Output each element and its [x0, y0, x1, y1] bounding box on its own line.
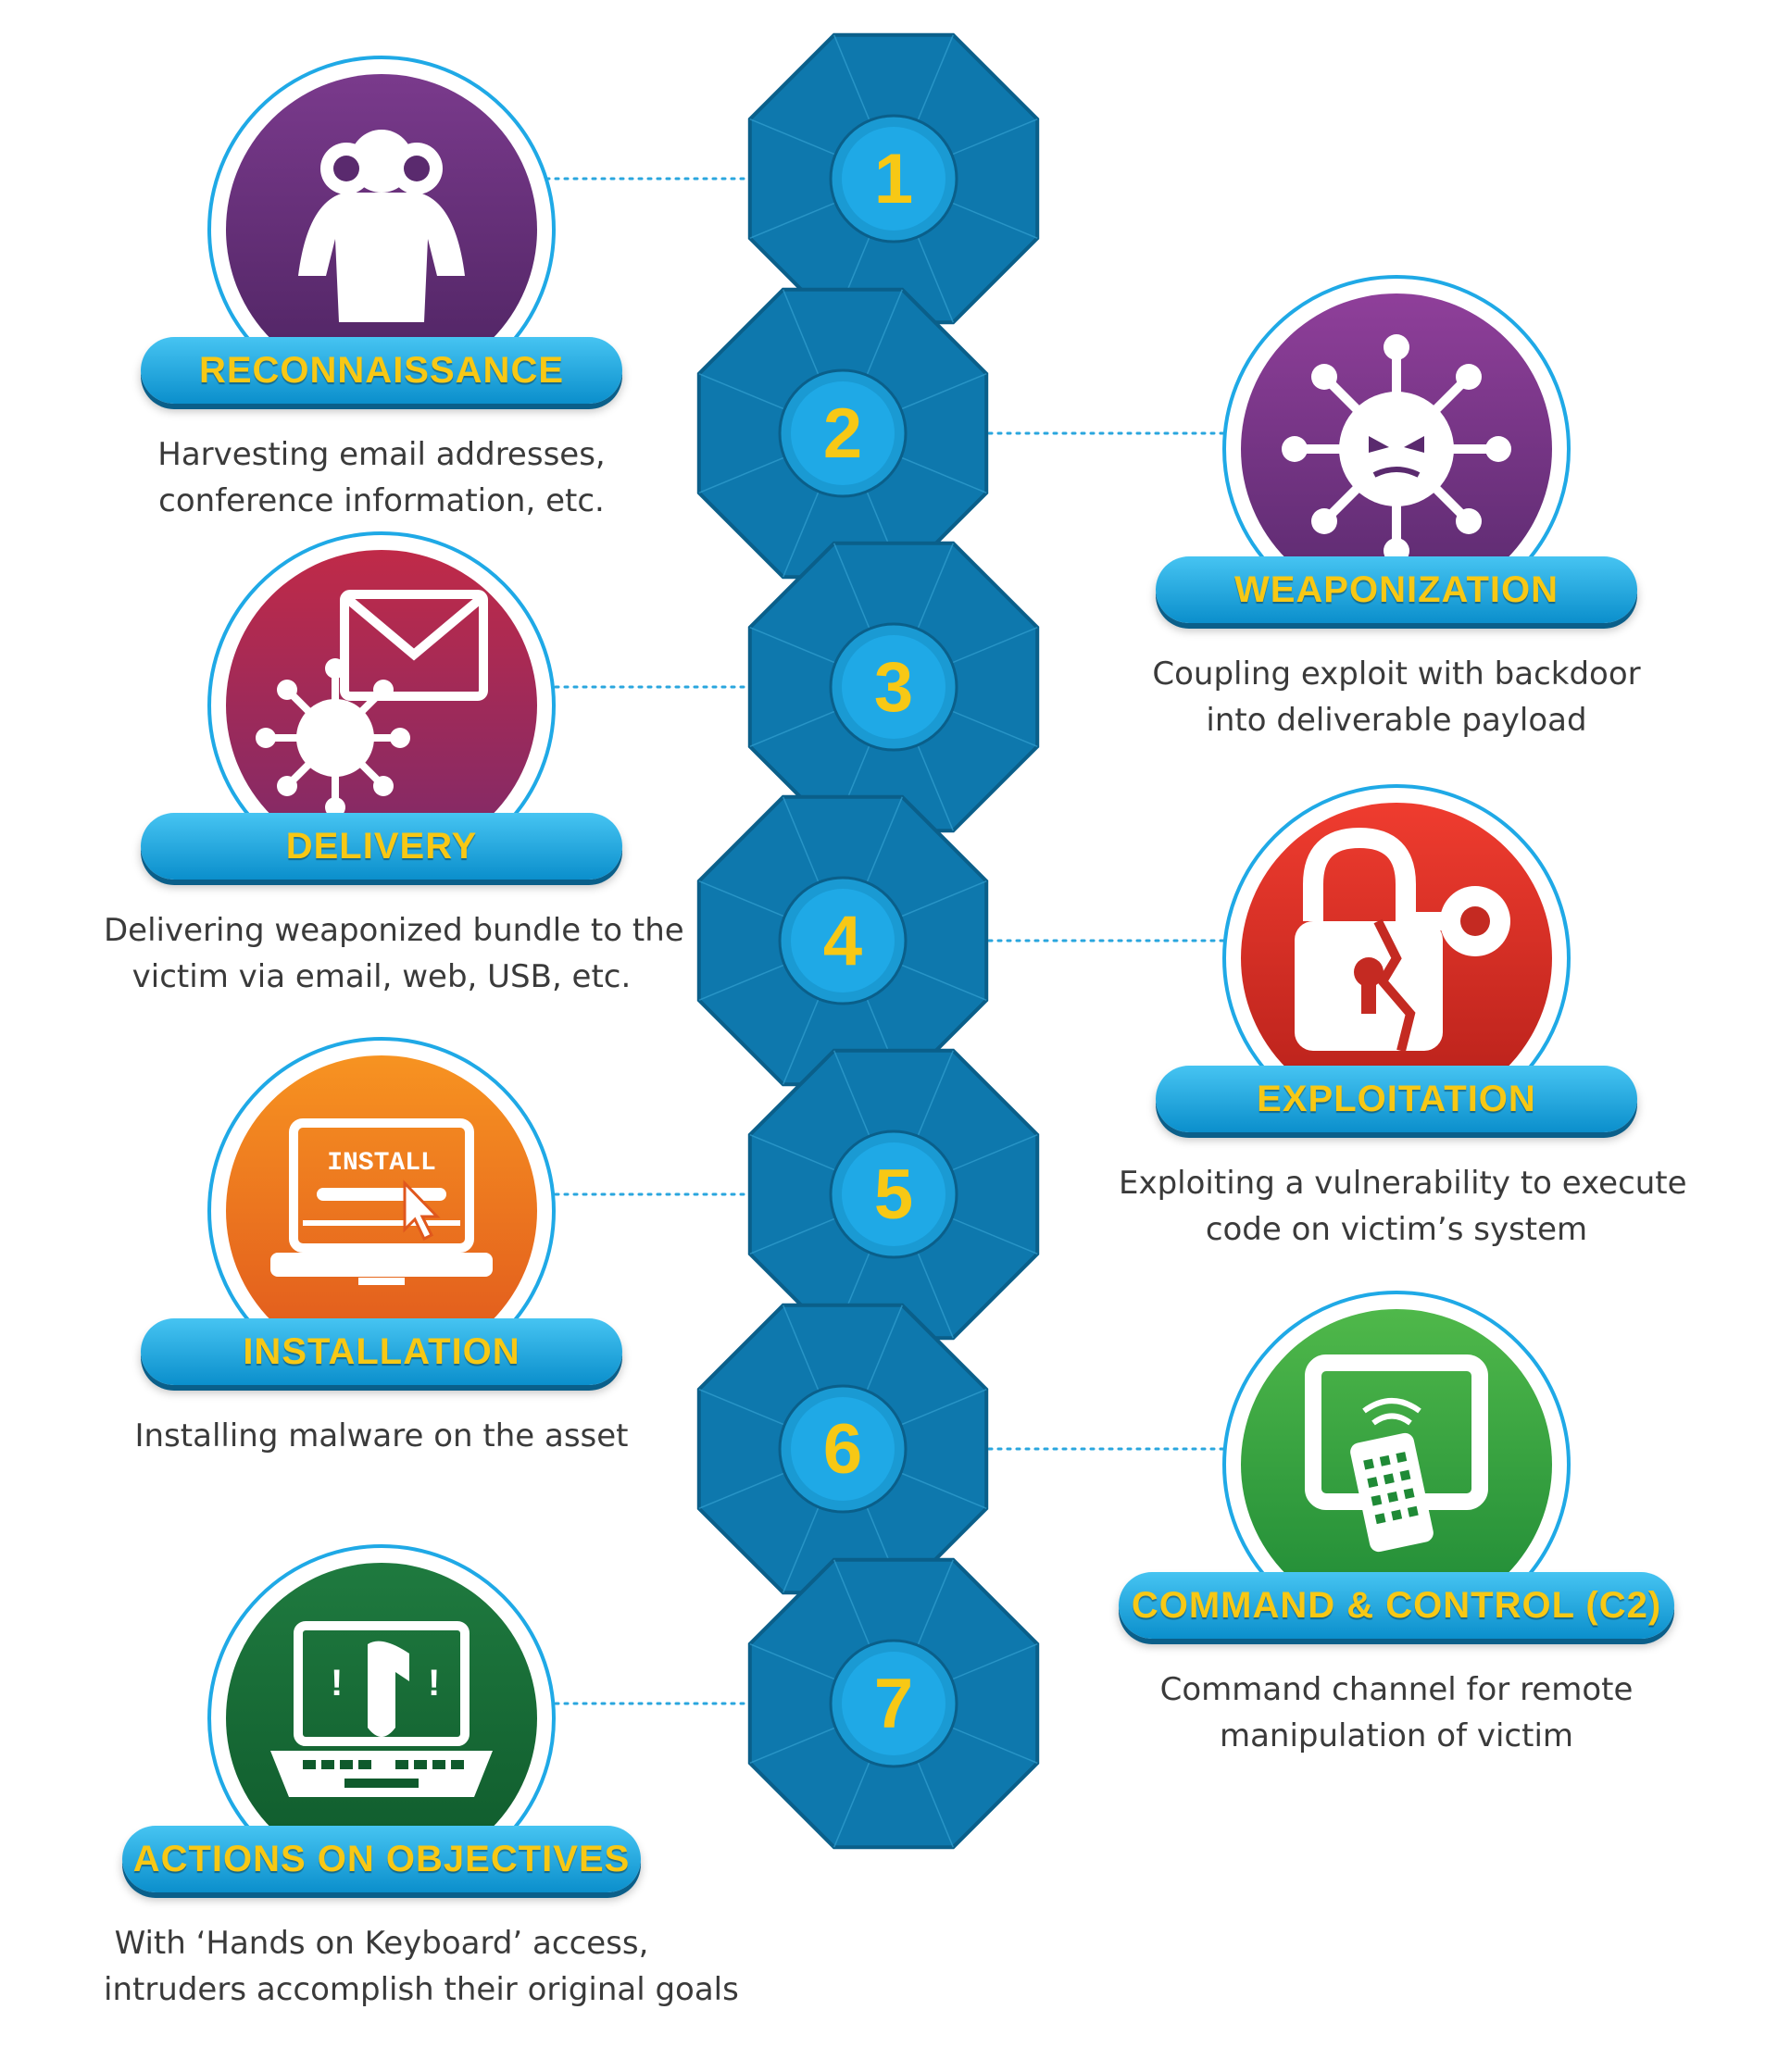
stage-description: Coupling exploit with backdoor into deli… — [1119, 651, 1674, 743]
description-line: conference information, etc. — [158, 482, 605, 519]
description-line: manipulation of victim — [1219, 1717, 1574, 1754]
stage-description: Harvesting email addresses, conference i… — [104, 431, 659, 524]
stage-description: Delivering weaponized bundle to the vict… — [104, 907, 684, 1000]
hands-on-keyboard-icon: ! ! — [206, 1542, 557, 1894]
stage-number: 1 — [874, 140, 913, 218]
svg-text:!: ! — [331, 1663, 343, 1704]
stage-number: 7 — [874, 1665, 913, 1743]
stage-number: 6 — [823, 1410, 862, 1489]
number-hub-inner — [842, 1142, 945, 1246]
number-hub-inner — [791, 1397, 895, 1501]
broken-lock-icon — [1221, 782, 1572, 1134]
stage-title: EXPLOITATION — [1257, 1078, 1536, 1119]
stage-description: Command channel for remote manipulation … — [1119, 1666, 1674, 1759]
stage-number: 4 — [823, 902, 862, 980]
description-line: Command channel for remote — [1159, 1671, 1634, 1708]
stage-title-banner: WEAPONIZATION — [1156, 556, 1637, 623]
description-line: code on victim’s system — [1205, 1211, 1588, 1248]
stage-description: Installing malware on the asset — [104, 1413, 659, 1459]
svg-text:!: ! — [428, 1663, 440, 1704]
stage-description: Exploiting a vulnerability to execute co… — [1119, 1160, 1687, 1253]
number-hub-inner — [791, 381, 895, 485]
stage-title-banner: ACTIONS ON OBJECTIVES — [122, 1826, 641, 1892]
description-line: Exploiting a vulnerability to execute — [1119, 1165, 1687, 1202]
stage-title-banner: COMMAND & CONTROL (C2) — [1119, 1572, 1674, 1639]
description-line: Installing malware on the asset — [134, 1417, 629, 1454]
number-hub-inner — [842, 635, 945, 739]
stage-description: With ‘Hands on Keyboard’ access, intrude… — [104, 1920, 739, 2013]
description-line: victim via email, web, USB, etc. — [131, 958, 632, 995]
stage-title: INSTALLATION — [243, 1330, 520, 1372]
description-line: Coupling exploit with backdoor — [1152, 655, 1641, 693]
stage-title-banner: EXPLOITATION — [1156, 1066, 1637, 1132]
number-hub-inner — [842, 1652, 945, 1755]
stage-title-banner: INSTALLATION — [141, 1318, 622, 1385]
stage-number: 3 — [874, 648, 913, 727]
binoculars-icon — [206, 54, 557, 406]
email-virus-icon — [206, 530, 557, 881]
stage-number: 5 — [874, 1155, 913, 1234]
description-line: intruders accomplish their original goal… — [104, 1971, 739, 2008]
description-line: Delivering weaponized bundle to the — [104, 912, 684, 949]
stage-title: RECONNAISSANCE — [198, 349, 565, 391]
description-line: Harvesting email addresses, — [157, 436, 606, 473]
description-line: With ‘Hands on Keyboard’ access, — [114, 1925, 649, 1962]
stage-title: ACTIONS ON OBJECTIVES — [132, 1838, 631, 1879]
stage-title: COMMAND & CONTROL (C2) — [1131, 1584, 1662, 1626]
stage-title-banner: RECONNAISSANCE — [141, 337, 622, 404]
virus-icon — [1221, 273, 1572, 625]
remote-control-icon — [1221, 1289, 1572, 1641]
number-hub-inner — [842, 127, 945, 231]
install-laptop-icon: INSTALL — [206, 1035, 557, 1387]
stage-title-banner: DELIVERY — [141, 813, 622, 880]
stage-number: 2 — [823, 394, 862, 473]
description-line: into deliverable payload — [1206, 702, 1587, 739]
stage-title: DELIVERY — [285, 825, 478, 867]
number-hub-inner — [791, 889, 895, 992]
stage-title: WEAPONIZATION — [1233, 568, 1559, 610]
svg-text:INSTALL: INSTALL — [327, 1149, 436, 1178]
